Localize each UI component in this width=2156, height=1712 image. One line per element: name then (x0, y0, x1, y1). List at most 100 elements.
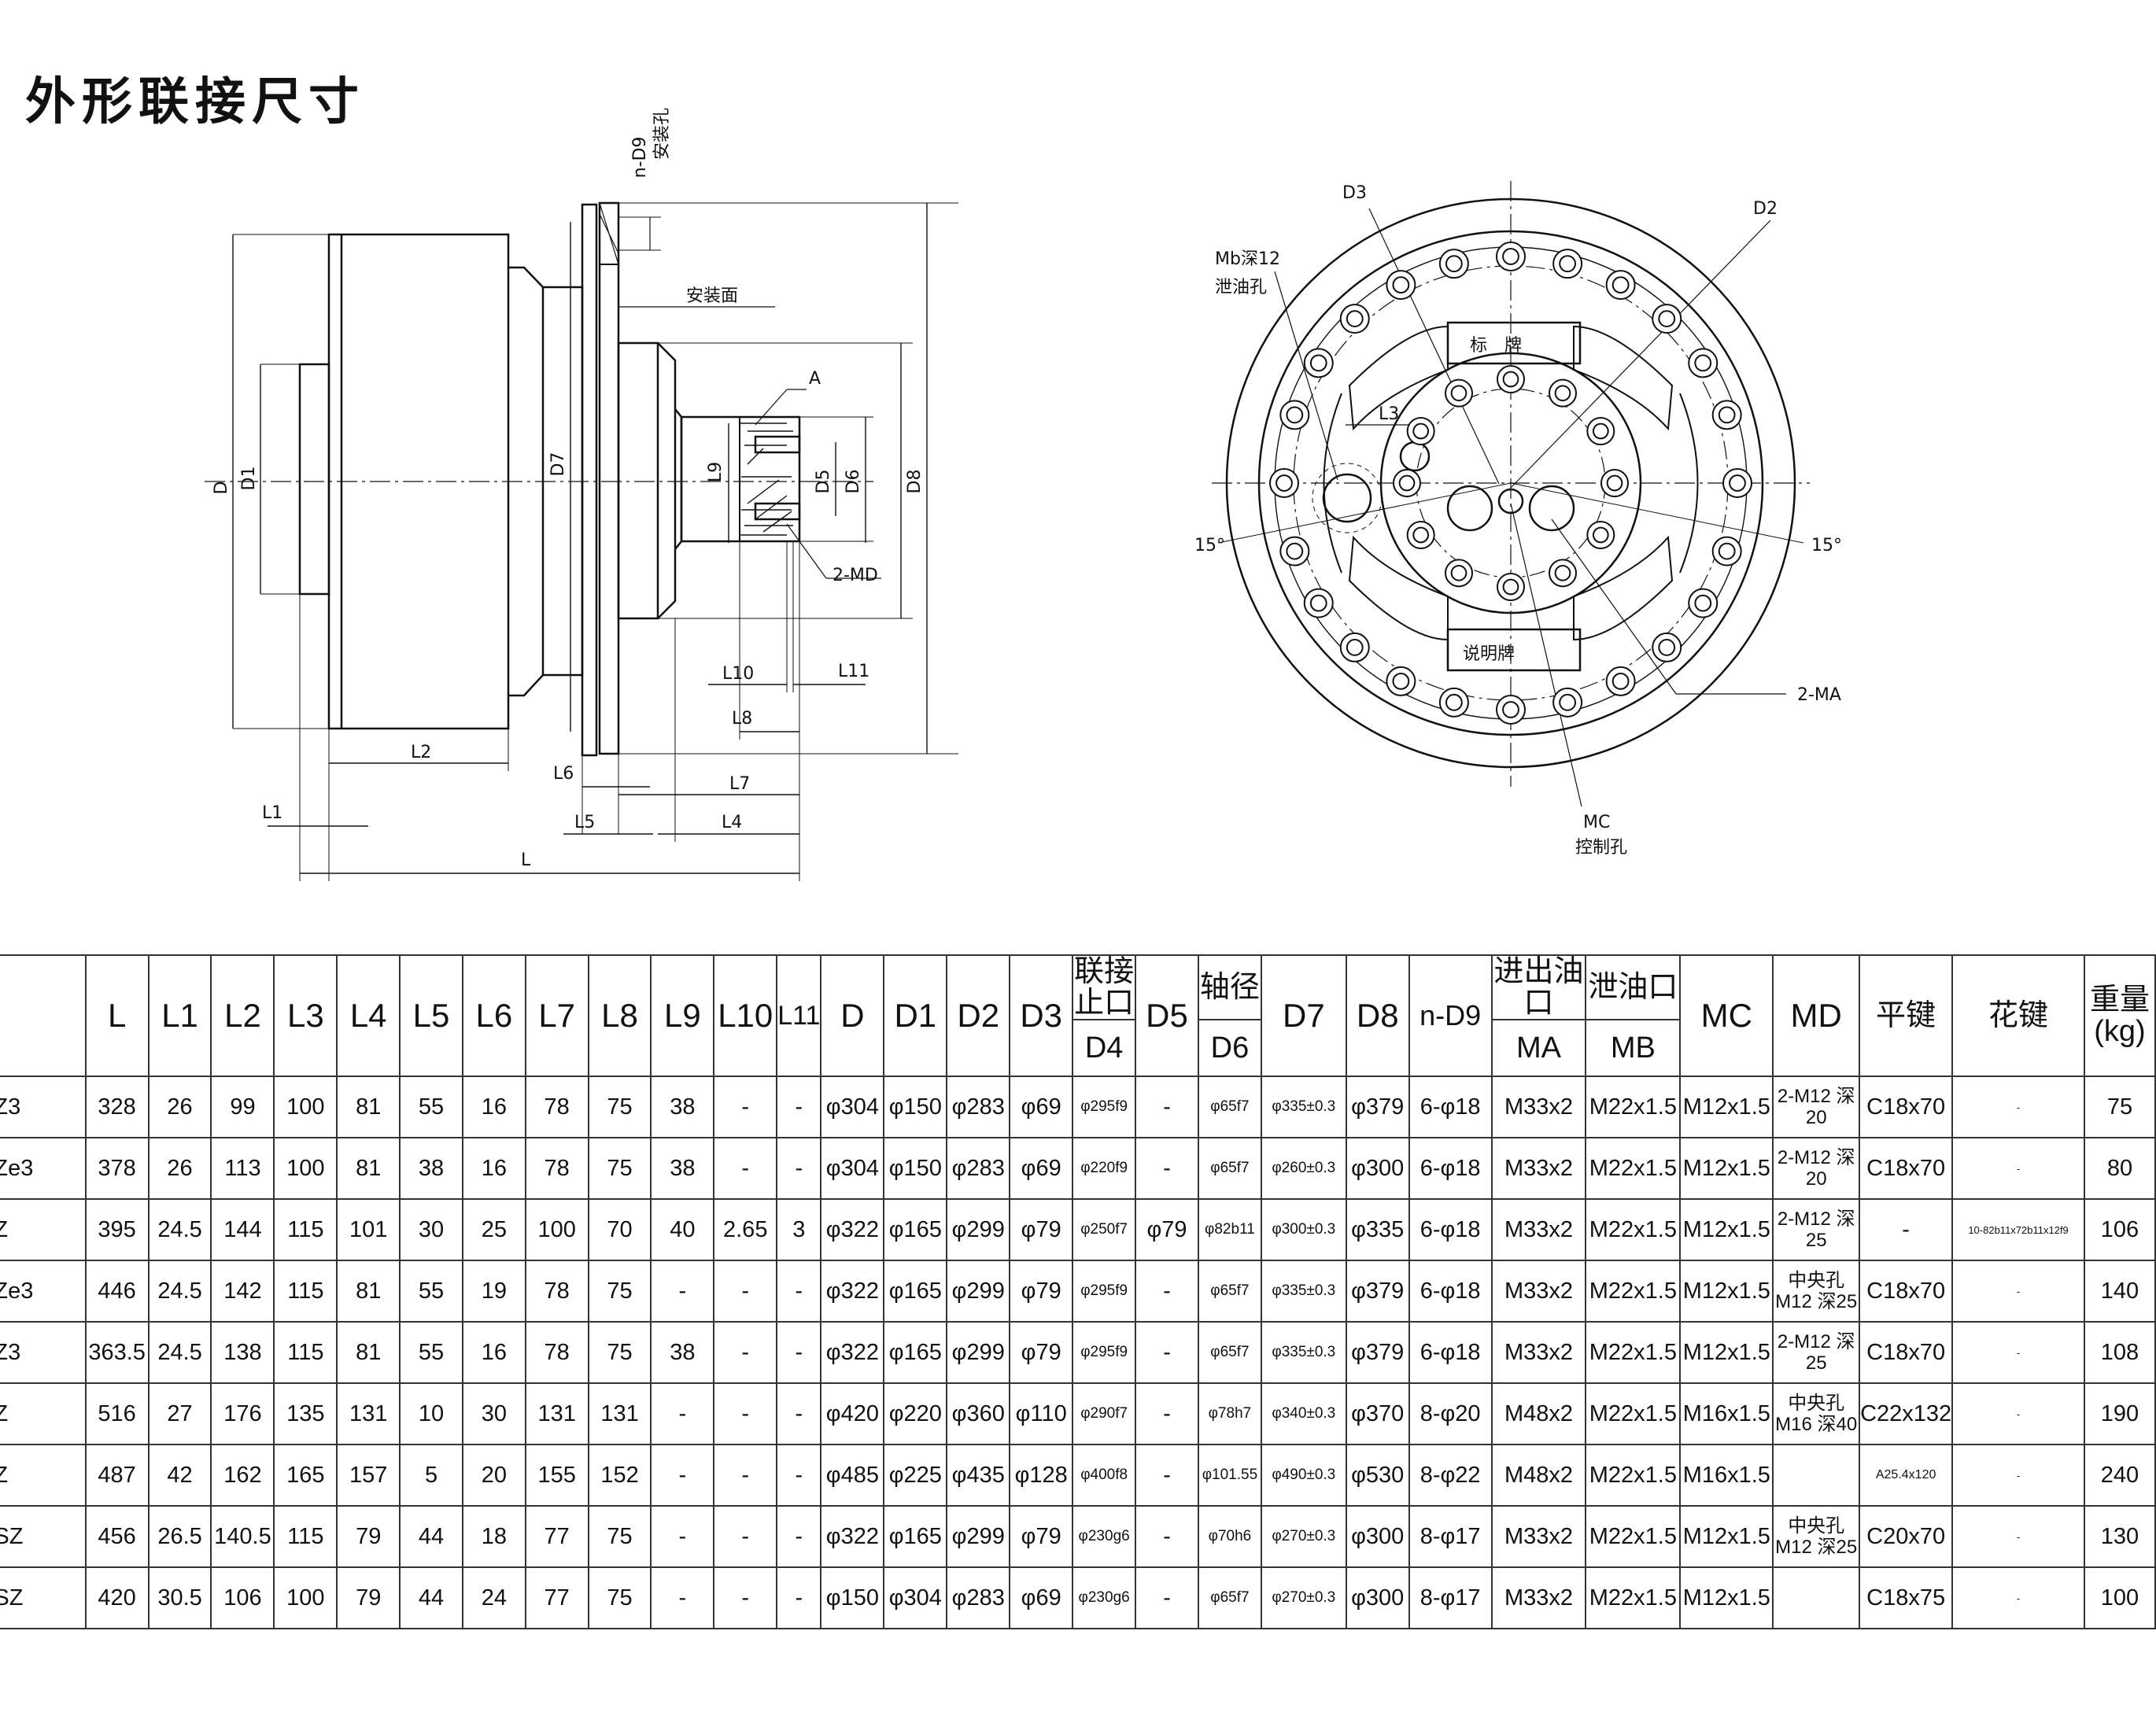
label-angle-right: 15° (1811, 536, 1842, 555)
table-cell: 2-**Z (0, 1444, 87, 1507)
table-cell: 38 (650, 1137, 715, 1200)
table-cell: C18x70 (1859, 1076, 1954, 1138)
table-cell: φ304 (820, 1137, 885, 1200)
table-cell: 38 (650, 1321, 715, 1384)
table-cell: φ300±0.3 (1260, 1198, 1347, 1261)
table-cell: - (1951, 1137, 2085, 1200)
table-cell: M12x1.5 (1679, 1321, 1774, 1384)
table-cell: φ490±0.3 (1260, 1444, 1347, 1507)
table-cell: φ370 (1345, 1382, 1410, 1445)
table-cell: M16x1.5 (1679, 1382, 1774, 1445)
table-cell: 144 (210, 1198, 275, 1261)
table-row: 2-**Ze344624.51421158155197875---φ322φ16… (0, 1260, 2156, 1323)
th-weight: 重量(kg) (2083, 954, 2156, 1077)
table-cell: φ220 (883, 1382, 948, 1445)
table-cell: 24 (461, 1566, 526, 1629)
bolt-hole-inner (1606, 474, 1623, 492)
table-cell: - (1135, 1137, 1199, 1200)
table-cell: φ322 (820, 1321, 885, 1384)
table-cell: φ300 (1345, 1505, 1410, 1568)
table-cell: 6-φ18 (1408, 1198, 1493, 1261)
table-cell: φ69 (1009, 1566, 1074, 1629)
bolt-hole-inner (1611, 672, 1630, 690)
table-cell: 2-**Z (0, 1198, 87, 1261)
table-cell: φ69 (1009, 1137, 1074, 1200)
table-cell: C20x70 (1859, 1505, 1954, 1568)
table-cell: - (713, 1321, 778, 1384)
table-cell: 77 (524, 1566, 589, 1629)
bolt-hole-inner (1450, 564, 1467, 581)
table-cell: 25 (461, 1198, 526, 1261)
table-cell: φ150 (883, 1137, 948, 1200)
table-cell: φ283 (946, 1137, 1011, 1200)
table-cell: - (650, 1505, 715, 1568)
table-subheader-row: D4 D6 MA MB (0, 1019, 2155, 1077)
table-cell: 26 (147, 1076, 212, 1138)
th-D4: D4 (1072, 1019, 1137, 1077)
table-cell: 8-φ17 (1408, 1566, 1493, 1629)
table-cell: φ165 (883, 1321, 948, 1384)
th-MC: MC (1679, 954, 1774, 1077)
table-cell: - (650, 1566, 715, 1629)
table-cell: - (776, 1505, 822, 1568)
table-cell: 115 (273, 1505, 338, 1568)
table-cell: - (650, 1444, 715, 1507)
table-cell: M22x1.5 (1585, 1444, 1682, 1507)
table-cell: A25.4x120 (1859, 1444, 1954, 1507)
table-row: 2-**Z39524.5144115101302510070402.653φ32… (0, 1198, 2156, 1261)
bolt-hole-inner (1450, 385, 1467, 402)
table-cell: φ299 (946, 1321, 1011, 1384)
table-cell: φ379 (1345, 1321, 1410, 1384)
table-cell: 20 (461, 1444, 526, 1507)
table-cell: 106 (2083, 1198, 2156, 1261)
table-cell: 75 (587, 1505, 652, 1568)
table-cell: 79 (336, 1505, 401, 1568)
table-cell: M12x1.5 (1679, 1076, 1774, 1138)
label-L4: L4 (722, 813, 742, 832)
table-cell: 420 (84, 1566, 150, 1629)
th-inlet-outlet: 进出油口 (1490, 954, 1587, 1020)
bolt-hole-inner (1412, 526, 1430, 544)
th-D3: D3 (1009, 954, 1074, 1077)
table-cell: 2-**Z3 (0, 1321, 87, 1384)
th-drain-port: 泄油口 (1585, 954, 1682, 1020)
th-D7: D7 (1260, 954, 1347, 1077)
table-cell: M22x1.5 (1585, 1566, 1682, 1629)
th-L2: L2 (210, 954, 275, 1077)
table-cell: 10-82b11x72b11x12f9 (1951, 1198, 2085, 1261)
table-cell: M33x2 (1490, 1137, 1587, 1200)
table-cell: M33x2 (1490, 1076, 1587, 1138)
bolt-hole-inner (1694, 354, 1712, 372)
label-A: A (809, 369, 821, 389)
table-cell: 2-M12 深25 (1772, 1321, 1861, 1384)
table-cell: - (1135, 1566, 1199, 1629)
table-cell: 70 (587, 1198, 652, 1261)
table-cell: - (1135, 1076, 1199, 1138)
table-row: 1-**Z33282699100815516787538--φ304φ150φ2… (0, 1076, 2156, 1138)
table-cell: 155 (524, 1444, 589, 1507)
table-cell: - (713, 1137, 778, 1200)
table-cell: φ300 (1345, 1137, 1410, 1200)
table-cell: 142 (210, 1260, 275, 1323)
table-cell: 3 (776, 1198, 822, 1261)
table-cell: φ82b11 (1197, 1198, 1262, 1261)
label-D: D (212, 482, 231, 495)
table-cell: 2-M12 深20 (1772, 1137, 1861, 1200)
table-cell: 6-φ18 (1408, 1321, 1493, 1384)
table-cell: 2-**Z (0, 1382, 87, 1445)
table-cell: - (1951, 1076, 2085, 1138)
label-angle-left: 15° (1194, 536, 1225, 555)
table-cell: 78 (524, 1260, 589, 1323)
th-D5: D5 (1135, 954, 1199, 1077)
table-cell: 26.5 (147, 1505, 212, 1568)
table-cell: M48x2 (1490, 1382, 1587, 1445)
table-cell: φ335±0.3 (1260, 1321, 1347, 1384)
table-cell: M12x1.5 (1679, 1566, 1774, 1629)
table-cell: M12x1.5 (1679, 1198, 1774, 1261)
table-cell: 81 (336, 1260, 401, 1323)
table-cell: - (713, 1076, 778, 1138)
th-L7: L7 (524, 954, 589, 1077)
table-cell: 80 (2083, 1137, 2156, 1200)
bolt-hole-inner (1502, 578, 1519, 596)
th-MA: MA (1490, 1019, 1587, 1077)
